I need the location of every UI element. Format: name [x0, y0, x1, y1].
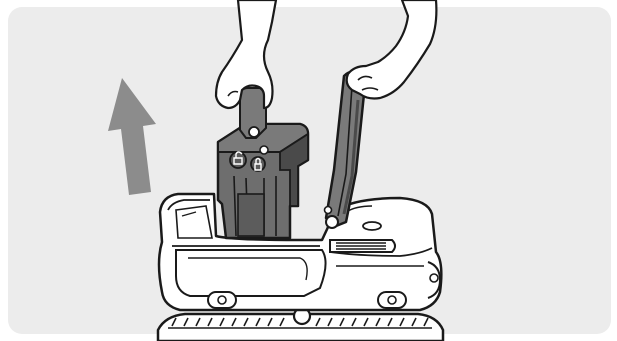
robot-track	[158, 308, 443, 341]
up-arrow-icon	[108, 78, 156, 195]
right-hand	[347, 0, 437, 99]
lock-icon	[251, 157, 265, 171]
unlock-icon	[230, 152, 246, 168]
filter-basket	[218, 88, 308, 238]
